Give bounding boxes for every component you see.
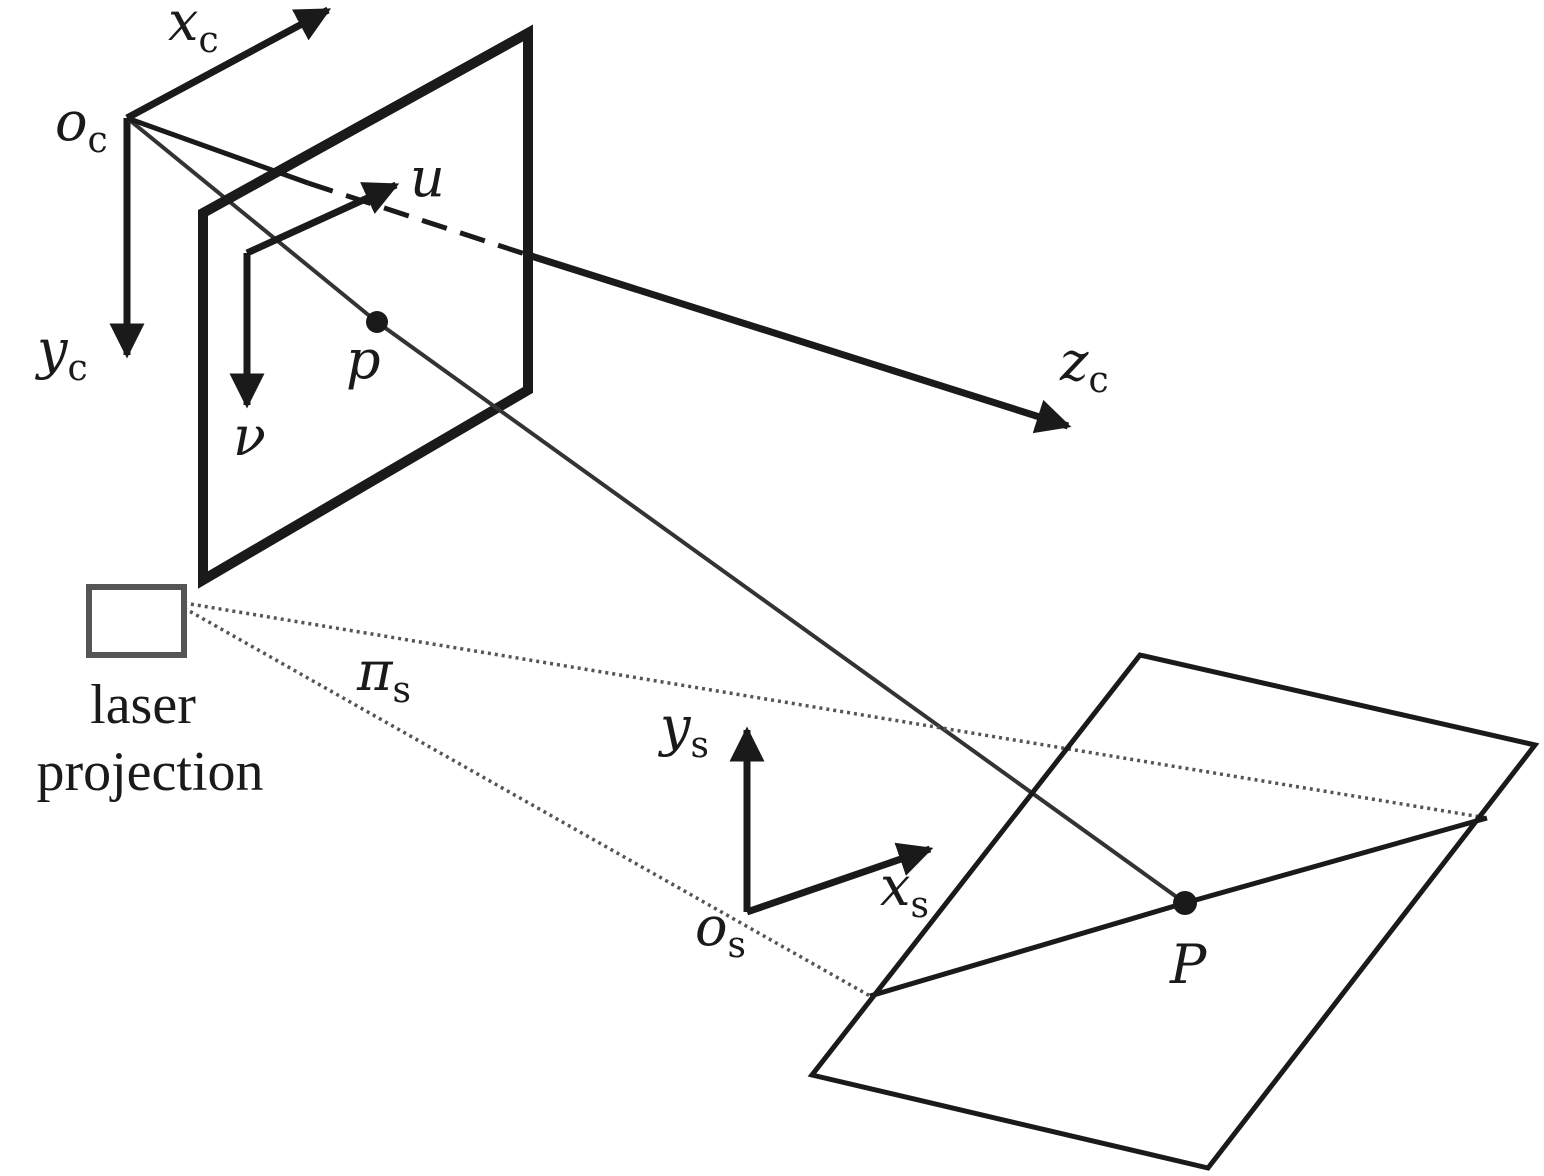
object-plane xyxy=(807,652,1540,1171)
label-v-axis: ν xyxy=(233,405,266,468)
laser-plane-x-axis xyxy=(745,842,934,916)
laser-projector-box xyxy=(86,584,187,658)
label-camera-y: yc xyxy=(35,318,88,389)
image-plane xyxy=(198,24,533,589)
camera-z-axis xyxy=(526,251,1072,434)
light-plane-edge-lower xyxy=(183,606,871,998)
label-laser-plane-x: xs xyxy=(880,855,929,926)
light-plane-edge-upper xyxy=(183,601,1488,820)
label-laser-line2: projection xyxy=(36,741,263,803)
object-point-P xyxy=(1173,891,1197,915)
label-laser-line1: laser xyxy=(90,674,196,736)
camera-x-axis xyxy=(125,6,332,122)
label-u-axis: u xyxy=(410,146,445,209)
label-laser-plane-origin: os xyxy=(695,895,746,966)
label-image-point-p: p xyxy=(346,328,381,391)
image-point-p xyxy=(366,311,388,333)
image-u-axis xyxy=(245,181,400,257)
label-light-plane: πs xyxy=(356,640,411,711)
label-camera-z: zc xyxy=(1059,330,1109,401)
label-object-point-P: P xyxy=(1169,933,1208,996)
label-laser-plane-y: ys xyxy=(658,695,709,766)
projection-ray-p-to-P xyxy=(375,320,1187,905)
label-camera-x: xc xyxy=(168,0,219,61)
label-camera-origin: oc xyxy=(55,90,108,161)
projection-ray-to-p xyxy=(125,116,379,324)
